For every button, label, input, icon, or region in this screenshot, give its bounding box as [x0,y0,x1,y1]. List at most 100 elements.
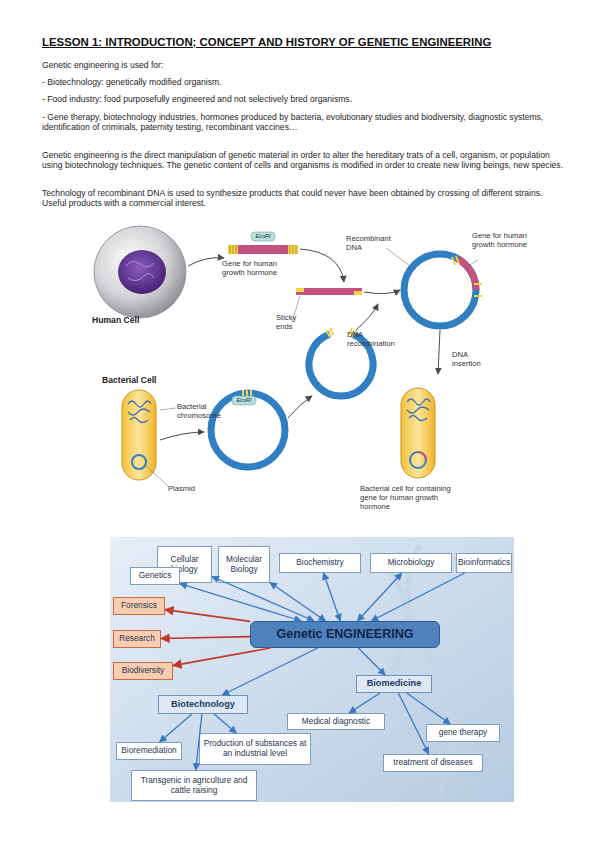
node-text: Biotechnology [171,700,235,710]
connector-arrow [358,648,385,675]
node-text: Production of substances at an industria… [202,739,308,758]
application-box: Biodiversity [113,662,173,680]
connector-arrow [222,648,317,695]
chromosome [128,401,151,423]
figure-label: Bacterial chromosome [177,402,231,420]
field-box: Bioinformatics [456,553,512,573]
figure-label: Sticky ends [276,313,312,331]
node-text: Microbiology [388,558,435,568]
connector-arrow [161,637,250,639]
connector-arrow [212,577,314,622]
plasmid [132,455,146,469]
field-box: Biochemistry [279,553,361,573]
bullet-text: - Food industry: food purposefully engin… [42,94,562,104]
figure-label: DNA insertion [452,350,492,368]
use-box: Transgenic in agriculture and cattle rai… [131,770,257,801]
use-box: gene therapy [426,724,500,742]
enzyme-tag [232,396,256,405]
process-arrow [300,249,344,282]
use-box: treatment of diseases [383,754,483,772]
process-arrow [160,432,204,440]
base-pairs [230,245,296,254]
node-text: Transgenic in agriculture and cattle rai… [134,776,254,795]
node-text: Genetic ENGINEERING [277,630,414,640]
recombinant-plasmid [410,452,426,468]
node-text: gene therapy [439,728,487,738]
cell-wall [401,388,435,478]
enzyme-label: EcoRI [232,396,256,405]
enzyme-tag [251,232,275,241]
connector-arrow [165,610,250,622]
gene-fragment [228,245,298,254]
chromatin [126,261,154,280]
connector-arrow [371,573,464,621]
human-cell [94,226,186,318]
gene-insert [458,259,476,290]
node-text: Research [119,634,155,644]
connector-arrow [358,573,402,621]
process-arrow [438,330,440,374]
figure-label: Gene for human growth hormone [472,231,534,249]
process-arrow [188,258,224,266]
nucleus [118,250,166,294]
gene-bar [296,288,362,295]
connector-arrow [407,693,451,724]
figure-label: Bacterial cell for containing gene for h… [360,484,468,511]
bacterial-cell [401,388,435,478]
node-text: treatment of diseases [393,758,472,768]
plasmid [211,390,285,467]
bullet-text: - Biotechnology: genetically modified or… [42,77,562,87]
sticky-end [354,291,362,295]
field-box: Genetics [130,567,180,585]
figure-label: Gene for human growth hormone [222,259,294,277]
gene-bar [228,245,298,254]
use-box: Production of substances at an industria… [199,733,311,765]
connector-arrow [398,693,428,754]
enzyme-label: EcoRI [251,232,275,241]
node-text: Biomedicine [367,679,422,689]
figure-label: Bacterial Cell [102,376,182,385]
leader-line [386,248,410,266]
branch-box: Biotechnology [158,695,248,714]
node-text: Bioinformatics [458,558,510,568]
gene-insert [418,452,426,460]
map-background [110,537,514,802]
figure-label: Recombinant DNA [346,234,392,252]
page-title: LESSON 1: INTRODUCTION; CONCEPT AND HIST… [42,36,491,48]
recombinant-plasmid [386,248,482,326]
connector-arrow [180,584,301,621]
central-box: Genetic ENGINEERING [250,621,440,648]
cell-membrane [94,226,186,318]
sticky-end [452,256,482,296]
figure-label: Human Cell [92,316,172,325]
branch-box: Biomedicine [356,675,432,693]
connector-arrow [270,583,326,622]
leader-line [146,466,168,486]
figure-label: Plasmid [168,484,218,493]
chromosome [407,399,430,421]
node-text: Biochemistry [296,558,344,568]
use-box: Medical diagnostic [287,713,385,730]
process-arrow [356,304,378,330]
sticky-end [296,288,304,292]
cell-wall [122,390,156,480]
bullet-text: - Gene therapy, biotechnology industries… [42,112,564,133]
node-text: Forensics [121,601,157,611]
use-box: Bioremediation [116,742,182,760]
connector-arrow [173,648,270,666]
application-box: Forensics [113,597,165,615]
plasmid-ring [404,254,476,326]
body-text: Genetic engineering is used for: [42,60,562,70]
connector-arrow [214,714,236,733]
node-text: Genetics [139,571,172,581]
cut-plasmid [309,328,373,396]
field-box: Molecular Biology [218,546,270,583]
body-text: Genetic engineering is the direct manipu… [42,150,564,171]
node-text: Medical diagnostic [302,717,370,727]
leader-line [160,408,176,410]
leader-line [468,260,478,266]
connector-arrow [160,714,193,742]
connector-arrow [349,693,380,713]
figure-label: DNA recombination [347,330,403,348]
